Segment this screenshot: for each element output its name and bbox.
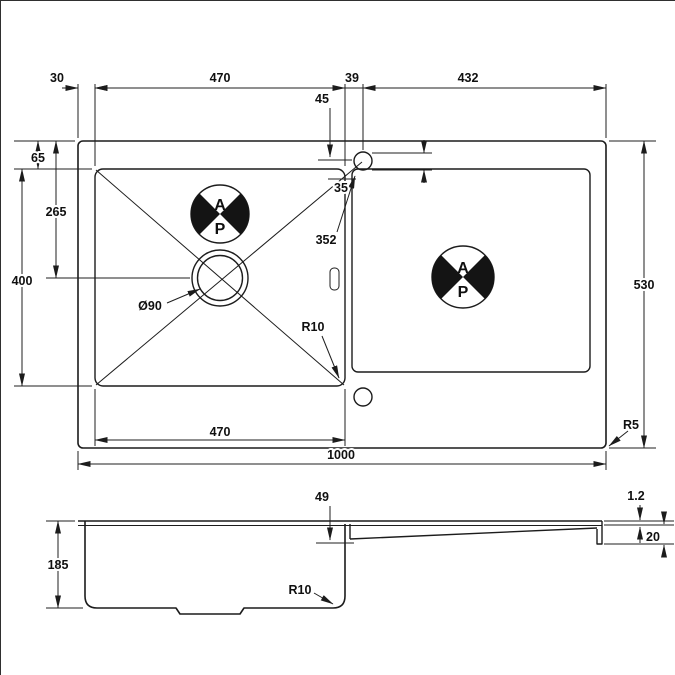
side-view: 49 1.2 20 185 R10 (46, 487, 674, 615)
second-tap-hole (353, 387, 373, 407)
drain-inner-circle (196, 254, 244, 302)
dim-label-470-top: 470 (210, 71, 231, 85)
dim-label-352: 352 (316, 233, 337, 247)
dim-label-r10-bowl: R10 (302, 320, 325, 334)
dim-label-45: 45 (315, 92, 329, 106)
drainer-underside-line (349, 527, 598, 540)
ap-letter-p: P (458, 284, 469, 301)
ap-mark-bowl: A P (190, 184, 250, 244)
top-view-dimensions (14, 84, 656, 470)
top-view: A P A P (10, 69, 656, 470)
drainer-outline (351, 168, 591, 373)
dim-label-r5: R5 (623, 418, 639, 432)
bowl-diagonal-lines (95, 161, 363, 386)
dim-label-265: 265 (46, 205, 67, 219)
dim-label-1-2: 1.2 (627, 489, 644, 503)
ap-letter-p: P (215, 221, 226, 238)
side-view-dimensions (46, 505, 674, 609)
tap-hole (353, 151, 373, 171)
ap-letter-a: A (214, 197, 226, 214)
dim-label-65: 65 (31, 151, 45, 165)
dim-label-1000: 1000 (327, 448, 355, 462)
sink-outline (77, 140, 607, 449)
dim-label-49: 49 (315, 490, 329, 504)
ap-letter-a: A (457, 260, 469, 277)
dim-label-drain-diameter: Ø90 (138, 299, 162, 313)
dim-label-530: 530 (634, 278, 655, 292)
dim-label-30: 30 (50, 71, 64, 85)
dim-label-470-bottom: 470 (210, 425, 231, 439)
bowl-section-profile (84, 521, 346, 615)
ap-mark-drainer: A P (431, 245, 495, 309)
dim-label-r10-bottom: R10 (289, 583, 312, 597)
dim-label-39: 39 (345, 71, 359, 85)
front-edge-profile (596, 521, 603, 545)
overflow-slot (329, 267, 340, 291)
dim-label-35: 35 (334, 181, 348, 195)
dim-label-185: 185 (48, 558, 69, 572)
dim-label-20: 20 (646, 530, 660, 544)
dim-label-400: 400 (12, 274, 33, 288)
dim-label-432: 432 (458, 71, 479, 85)
drain-outer-circle (191, 249, 249, 307)
